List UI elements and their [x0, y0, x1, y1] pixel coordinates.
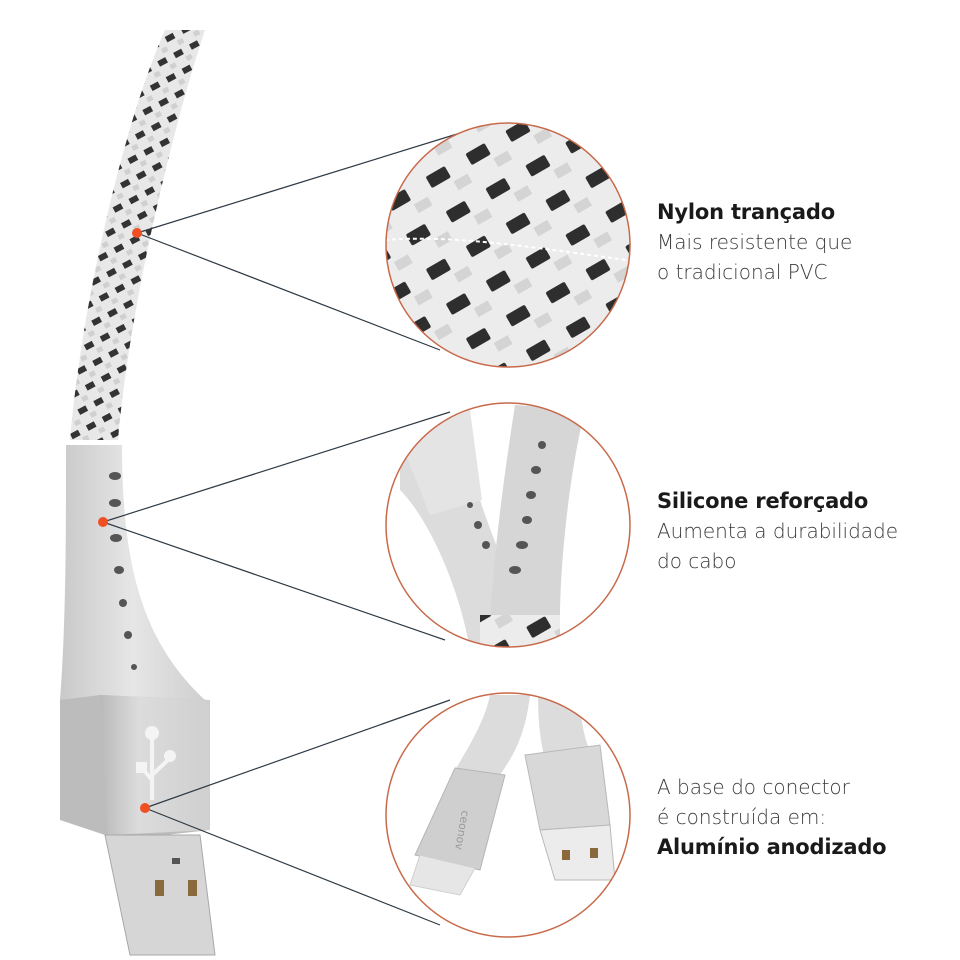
feature-silicone: Silicone reforçado Aumenta a durabilidad…	[657, 486, 898, 576]
connector-closeup: ceonov	[386, 693, 630, 937]
silicone-strain-relief	[60, 445, 205, 700]
silicone-closeup	[386, 403, 630, 647]
feature-description-line: Aumenta a durabilidade	[657, 519, 899, 543]
feature-nylon: Nylon trançado Mais resistente que o tra…	[657, 197, 852, 287]
feature-title: Nylon trançado	[657, 200, 835, 224]
feature-aluminum: A base do conector é construída em: Alum…	[657, 772, 887, 862]
feature-title: Alumínio anodizado	[657, 835, 887, 859]
feature-description-line: A base do conector	[657, 775, 850, 799]
hotspot-dot	[132, 228, 142, 238]
nylon-closeup	[386, 123, 630, 367]
feature-description-line: Mais resistente que	[657, 230, 853, 254]
feature-description-line: do cabo	[657, 549, 737, 573]
hotspot-dot	[98, 517, 108, 527]
hotspot-dot	[140, 803, 150, 813]
feature-description-line: o tradicional PVC	[657, 260, 828, 284]
feature-description-line: é construída em:	[657, 805, 827, 829]
leader-lines	[102, 129, 471, 926]
feature-title: Silicone reforçado	[657, 489, 869, 513]
